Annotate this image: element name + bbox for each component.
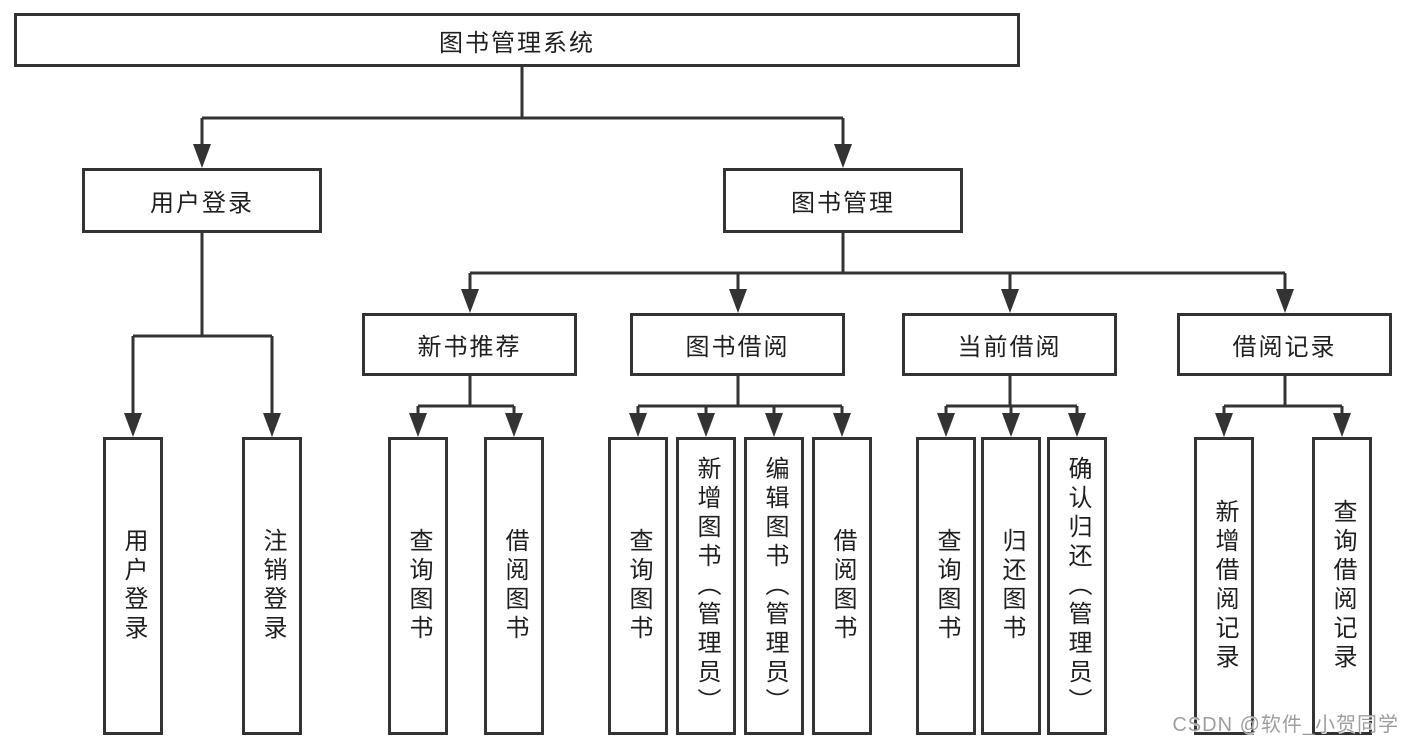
node-label: 查询图书 xyxy=(933,528,960,644)
node-query-borrow-record: 查询借阅记录 xyxy=(1312,437,1372,735)
arrowhead xyxy=(1002,413,1020,437)
arrowhead xyxy=(1276,289,1294,313)
arrowhead xyxy=(1068,413,1086,437)
arrowhead xyxy=(1215,413,1233,437)
node-label: 借阅记录 xyxy=(1232,334,1337,361)
connector-book-management-to-level3 xyxy=(468,232,1287,293)
node-label: 编辑图书（管理员） xyxy=(761,455,788,717)
node-confirm-return-admin: 确认归还（管理员） xyxy=(1047,437,1107,735)
node-book-borrowing: 图书借阅 xyxy=(630,313,845,376)
node-root: 图书管理系统 xyxy=(14,13,1020,67)
arrowhead xyxy=(697,413,715,437)
node-logout-action: 注销登录 xyxy=(242,437,302,735)
arrowhead xyxy=(193,144,211,168)
arrowhead xyxy=(729,289,747,313)
node-label: 借阅图书 xyxy=(501,528,528,644)
connector-user-login-to-children xyxy=(131,232,274,417)
node-query-books-recommend: 查询图书 xyxy=(388,437,448,735)
arrowhead xyxy=(765,413,783,437)
node-query-books-current: 查询图书 xyxy=(916,437,976,735)
arrowhead xyxy=(1001,289,1019,313)
node-label: 当前借阅 xyxy=(957,334,1062,361)
node-label: 用户登录 xyxy=(120,528,147,644)
node-add-borrow-record: 新增借阅记录 xyxy=(1194,437,1254,735)
arrowhead xyxy=(409,413,427,437)
node-book-management: 图书管理 xyxy=(723,168,963,233)
node-label: 新增借阅记录 xyxy=(1211,499,1238,673)
arrowhead xyxy=(263,413,281,437)
node-label: 新增图书（管理员） xyxy=(693,455,720,717)
arrowhead xyxy=(1333,413,1351,437)
arrowhead xyxy=(461,289,479,313)
node-return-books: 归还图书 xyxy=(981,437,1041,735)
node-label: 图书借阅 xyxy=(685,334,790,361)
node-edit-books-admin: 编辑图书（管理员） xyxy=(744,437,804,735)
node-label: 确认归还（管理员） xyxy=(1064,455,1091,717)
node-label: 借阅图书 xyxy=(829,528,856,644)
node-user-login: 用户登录 xyxy=(82,168,322,233)
node-borrowing-records: 借阅记录 xyxy=(1177,313,1392,376)
node-user-login-action: 用户登录 xyxy=(103,437,163,735)
node-label: 图书管理系统 xyxy=(439,29,595,57)
connector-current-borrowing-to-children xyxy=(944,375,1079,417)
arrowhead xyxy=(833,413,851,437)
arrowhead xyxy=(505,413,523,437)
node-borrow-books-borrowing: 借阅图书 xyxy=(812,437,872,735)
connector-borrowing-records-to-children xyxy=(1222,375,1344,417)
node-label: 用户登录 xyxy=(150,190,254,217)
node-borrow-books-recommend: 借阅图书 xyxy=(484,437,544,735)
node-label: 图书管理 xyxy=(791,190,895,217)
node-current-borrowing: 当前借阅 xyxy=(902,313,1117,376)
node-add-books-admin: 新增图书（管理员） xyxy=(676,437,736,735)
node-label: 查询图书 xyxy=(405,528,432,644)
node-label: 查询借阅记录 xyxy=(1329,499,1356,673)
arrowhead xyxy=(629,413,647,437)
node-label: 归还图书 xyxy=(998,528,1025,644)
node-label: 新书推荐 xyxy=(417,334,522,361)
arrowhead xyxy=(834,144,852,168)
arrowheads xyxy=(124,144,1351,437)
arrowhead xyxy=(937,413,955,437)
node-new-book-recommendation: 新书推荐 xyxy=(362,313,577,376)
arrowhead xyxy=(124,413,142,437)
watermark-text: CSDN @软件_小贺同学 xyxy=(1172,714,1399,736)
connector-new-book-to-children xyxy=(416,375,516,417)
connector-book-borrowing-to-children xyxy=(636,375,844,417)
node-label: 查询图书 xyxy=(625,528,652,644)
node-label: 注销登录 xyxy=(259,528,286,644)
node-query-books-borrowing: 查询图书 xyxy=(608,437,668,735)
connector-root-to-level2 xyxy=(200,67,845,148)
